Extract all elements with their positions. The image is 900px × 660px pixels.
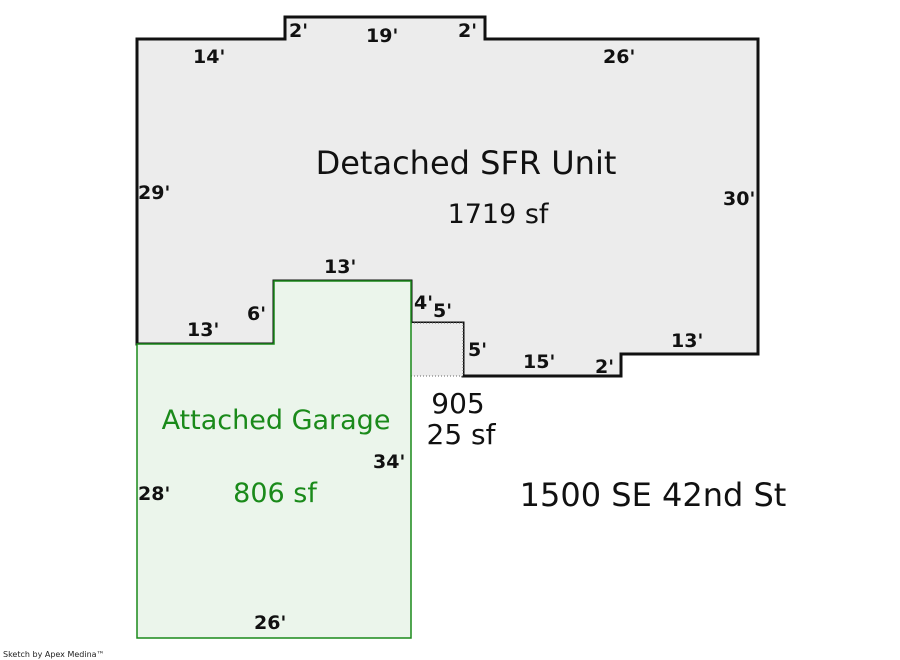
sketch-credit: Sketch by Apex Medina™ [3, 650, 105, 659]
dim-bottom-step: 2' [595, 356, 614, 378]
dim-left-upper: 29' [138, 182, 170, 204]
dim-garage-left: 28' [138, 483, 170, 505]
main-unit-outline [135, 15, 760, 378]
garage-name: Attached Garage [162, 405, 391, 436]
dim-right: 30' [723, 188, 755, 210]
dim-bump-right: 2' [458, 20, 477, 42]
garage-area: 806 sf [233, 478, 318, 509]
dim-bump-top: 19' [366, 25, 398, 47]
main-unit-area: 1719 sf [448, 199, 550, 230]
dim-bottom-mid: 15' [523, 351, 555, 373]
dim-notch-small-b: 5' [433, 300, 452, 322]
small-area-size: 25 sf [427, 418, 497, 451]
property-address: 1500 SE 42nd St [520, 476, 787, 514]
dim-bottom-right: 13' [671, 330, 703, 352]
dim-garage-step: 6' [247, 303, 266, 325]
dim-top-left: 14' [193, 46, 225, 68]
small-area-code: 905 [431, 387, 484, 420]
dim-notch-down: 5' [468, 339, 487, 361]
dim-garage-right: 34' [373, 451, 405, 473]
dim-bump-left: 2' [289, 20, 308, 42]
dim-garage-top-inner: 13' [187, 319, 219, 341]
small-area-shape [410, 322, 464, 377]
dim-top-right: 26' [603, 46, 635, 68]
dim-garage-bottom: 26' [254, 612, 286, 634]
dim-notch-small-a: 4' [414, 292, 433, 314]
garage-outline [136, 280, 412, 639]
dim-garage-step-top: 13' [324, 256, 356, 278]
main-unit-name: Detached SFR Unit [316, 144, 617, 182]
